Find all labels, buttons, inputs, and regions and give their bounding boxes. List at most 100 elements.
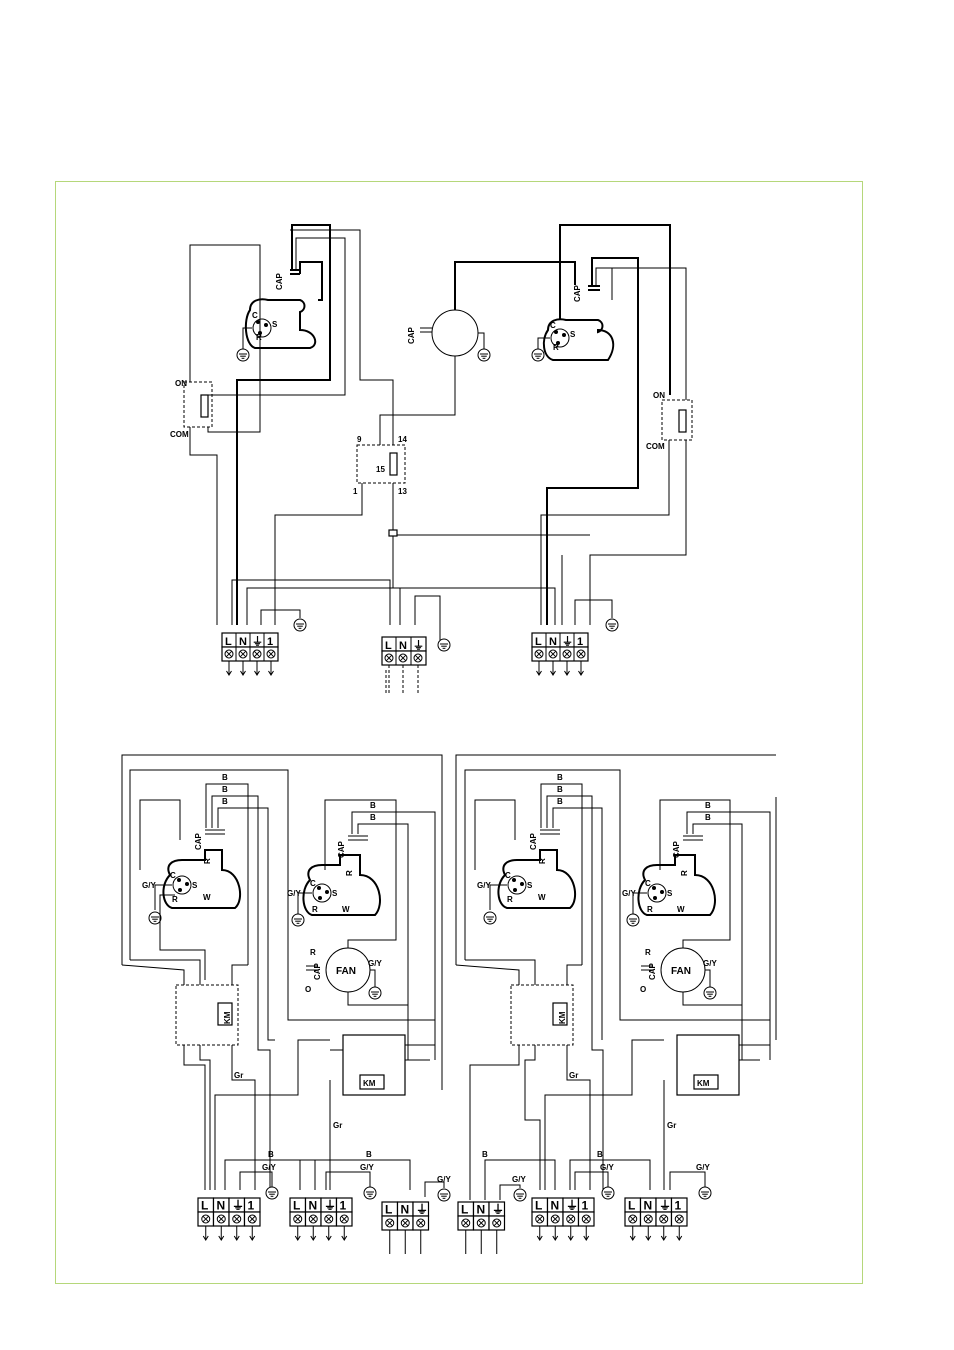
bl-gr1-label: Gr [234,1071,243,1080]
bl-fan-cap-label: CAP [313,962,322,980]
bl-gy-wire-3: G/Y [437,1175,451,1184]
blf-c-label: C [310,879,316,888]
bottom-terminal-3-label-1: N [401,1203,410,1217]
bottom-right-compressor: C S R W G/Y CAP R B B B [474,773,604,1190]
bl-c-label: C [170,871,176,880]
left-c-label: C [252,311,258,320]
br-b-wire-2: B [597,1150,603,1159]
bottom-left-contactor-1: KM Gr [121,959,256,1190]
bottom-left-fan-unit: C S R W G/Y CAP R B B [287,799,436,1060]
br-gy-wire-3: G/Y [696,1163,710,1172]
left-switch-com: COM [170,430,189,439]
bottom-terminal-1-screw-0 [201,1214,211,1224]
relay-pin-15: 15 [376,465,385,474]
br-fan-r-label: R [645,948,651,957]
bottom-terminal-2-label-1: N [309,1199,318,1213]
terminal-left-l: L [225,636,232,648]
right-compressor-unit: C S R CAP [531,224,671,625]
br-fan-label: FAN [671,966,691,977]
bottom-right-fan-unit: C S R W G/Y CAP R B B [622,799,771,1060]
bottom-terminal-5-label-2: ⏚ [566,1199,578,1213]
br-gy-label: G/Y [477,881,491,890]
bottom-terminal-1-screw-1 [216,1214,226,1224]
br-gr1-label: Gr [569,1071,578,1080]
bottom-right-contactor-1: KM Gr [455,959,591,1200]
bottom-terminal-4-label-2: ⏚ [492,1203,504,1217]
bottom-terminal-3-screw-2 [416,1218,426,1228]
right-switch-com: COM [646,442,665,451]
bottom-left-half: C S R W G/Y CAP R B B B C S R W G/Y CAP … [121,754,451,1202]
diagram-frame [55,181,863,1284]
motor-cap-label: CAP [407,326,416,344]
left-switch-on: ON [175,379,187,388]
br-gr2-label: Gr [667,1121,676,1130]
blf-r-label: R [312,905,318,914]
br-w-label: W [538,893,546,902]
terminal-right-n: N [549,636,557,648]
blf-s-label: S [332,889,338,898]
right-switch-on: ON [653,391,665,400]
relay-pin-13: 13 [398,487,407,496]
bottom-terminal-2-label-2: ⏚ [324,1199,336,1213]
bottom-terminal-3-screw-1 [400,1218,410,1228]
left-compressor-unit: C S R CAP [208,224,346,625]
bottom-terminal-1-screw-3 [247,1214,257,1224]
bottom-left-compressor: C S R W G/Y CAP R B B B [139,773,275,1190]
terminal-mid: L N ⏚ [381,636,427,695]
bl-fan-r-label: R [310,948,316,957]
brf-w-label: W [677,905,685,914]
bottom-right-contactor-2: KM Gr [544,1034,770,1190]
bottom-terminal-5-screw-0 [535,1214,545,1224]
top-diagram: C S R CAP ON COM CAP 9 14 15 1 [170,224,693,695]
bl-b-wire-1: B [268,1150,274,1159]
br-s-label: S [527,881,533,890]
terminal-left-n: N [239,636,247,648]
blf-cap-r-label: R [345,870,354,876]
terminal-mid-n: N [399,640,407,652]
right-r-label: R [553,343,559,352]
bl-w-label: W [203,893,211,902]
bl-b2-label: B [222,785,228,794]
bottom-terminal-5-screw-3 [581,1214,591,1224]
bottom-terminal-6-label-2: ⏚ [659,1199,671,1213]
bottom-terminal-4-label-1: N [477,1203,486,1217]
bl-b1-label: B [222,773,228,782]
brf-s-label: S [667,889,673,898]
terminal-right-ground: ⏚ [562,635,573,648]
left-r-label: R [256,333,262,342]
bottom-terminal-6-screw-3 [674,1214,684,1224]
brf-cap-r-label: R [680,870,689,876]
br-km2-label: KM [697,1079,710,1088]
terminal-mid-ground: ⏚ [413,639,424,652]
bl-km1-label: KM [223,1011,232,1024]
bottom-terminal-6-screw-2 [659,1214,669,1224]
bottom-terminal-6-label-0: L [628,1199,635,1213]
bl-fan-gy-label: G/Y [368,959,382,968]
bottom-terminal-6-screw-0 [628,1214,638,1224]
bl-cap-label: CAP [194,832,203,850]
relay-pin-14: 14 [398,435,407,444]
bl-r-label: R [172,895,178,904]
bl-gr2-label: Gr [333,1121,342,1130]
terminal-right: L N ⏚ 1 [531,632,589,676]
br-gy-wire-1: G/Y [512,1175,526,1184]
terminal-left-1: 1 [267,636,273,648]
bl-b3-label: B [222,797,228,806]
br-cap-label: CAP [529,832,538,850]
bottom-terminal-6-label-1: N [644,1199,653,1213]
terminal-right-1: 1 [577,636,583,648]
br-c-label: C [505,871,511,880]
bottom-left-contactor-2: KM Gr [214,1034,435,1190]
brf-r-label: R [647,905,653,914]
bl-cap-r-label: R [203,858,212,864]
left-cap-label: CAP [275,272,284,290]
bottom-terminal-4-screw-0 [461,1218,471,1228]
bottom-terminal-2-label-3: 1 [340,1199,347,1213]
blf-cap-label: CAP [337,840,346,858]
bottom-terminal-2-screw-0 [293,1214,303,1224]
bottom-terminal-4-label-0: L [461,1203,468,1217]
